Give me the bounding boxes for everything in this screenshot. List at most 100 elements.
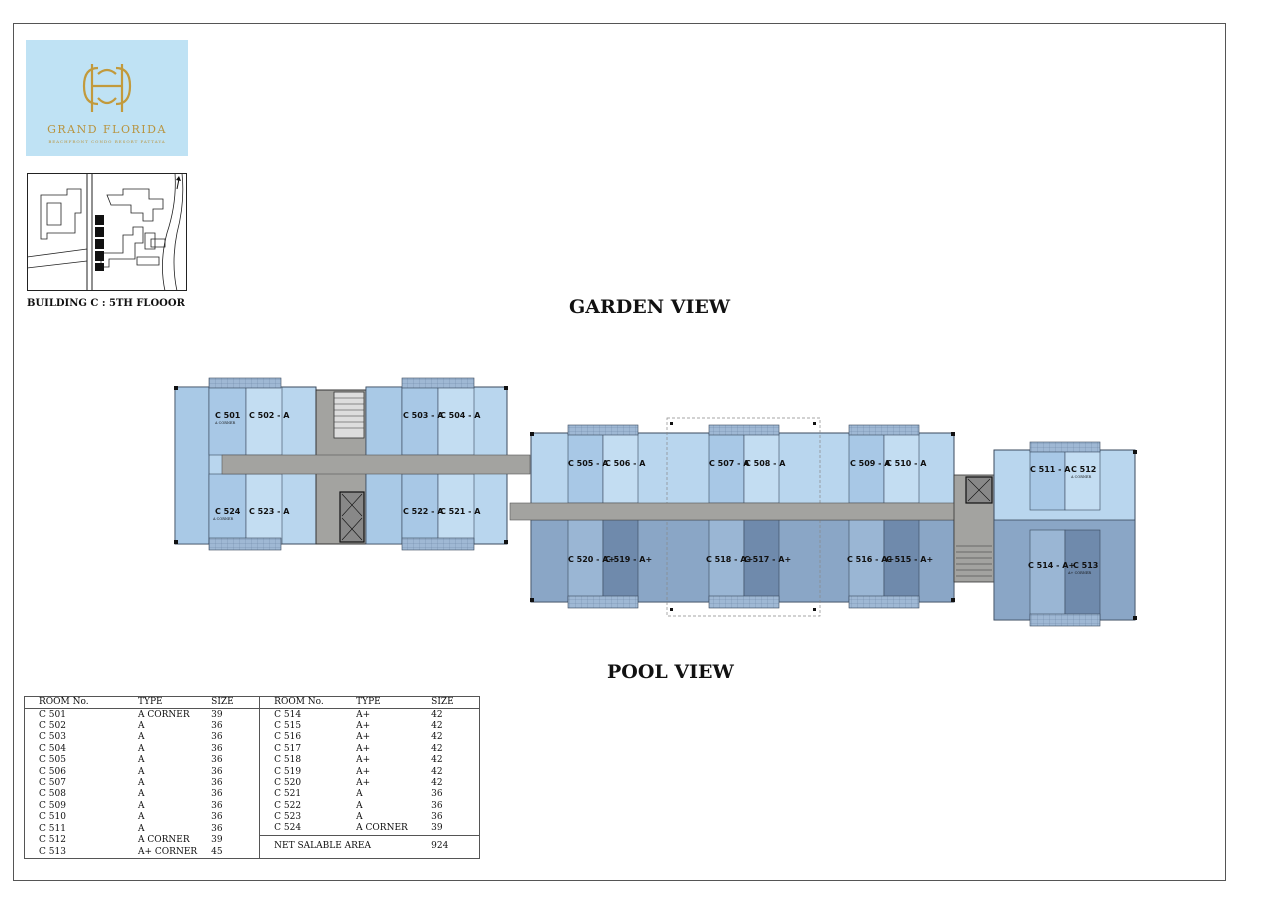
room-number-cell: C 507 [39, 777, 66, 788]
drawing-frame [13, 23, 1226, 881]
pool-view-title: POOL VIEW [607, 661, 734, 683]
table-row: C 513 A+ CORNER 45 [25, 847, 480, 859]
room-number-cell: C 510 [39, 812, 66, 823]
room-number-cell: C 524 [259, 823, 343, 836]
unit-sub-label: A CORNER [1071, 475, 1092, 479]
type-cell: A [138, 732, 145, 743]
type-cell: A+ [356, 755, 371, 766]
room-number-cell: C 501 [39, 709, 66, 720]
room-number-cell: C 509 [39, 800, 66, 811]
size-cell: 36 [211, 800, 223, 811]
size-cell: 36 [211, 789, 223, 800]
table-header-row: ROOM No. TYPE SIZE ROOM No. TYPE SIZE [24, 696, 480, 710]
size-cell: 42 [431, 755, 443, 766]
unit-label: C 509 - A [850, 459, 891, 468]
type-cell: A [138, 800, 145, 811]
size-cell: 42 [431, 766, 443, 777]
unit-label: C 501 [215, 411, 241, 420]
type-cell: A [138, 743, 145, 754]
col-header-size: SIZE [417, 696, 480, 710]
type-cell: A+ [356, 743, 371, 754]
unit-sub-label: A+ CORNER [1068, 571, 1092, 575]
type-cell: A+ [356, 777, 371, 788]
size-cell: 42 [431, 777, 443, 788]
room-number-cell: C 517 [259, 743, 343, 755]
unit-label: C 518 - A+ [706, 555, 754, 564]
col-header-size: SIZE [197, 696, 260, 710]
type-cell: A [138, 777, 145, 788]
unit-label: C 511 - A [1030, 465, 1071, 474]
size-cell: 36 [211, 720, 223, 731]
garden-view-title: GARDEN VIEW [569, 296, 731, 318]
room-number-cell: C 522 [259, 800, 343, 812]
unit-label: C 516 - A+ [847, 555, 895, 564]
size-cell: 42 [431, 732, 443, 743]
type-cell: A+ [356, 720, 371, 731]
net-area-value: 924 [417, 834, 480, 859]
unit-sub-label: A CORNER [215, 421, 236, 425]
unit-label: C 524 [215, 507, 241, 516]
brand-tagline: BEACHFRONT CONDO RESORT PATTAYA [48, 139, 166, 144]
size-cell: 36 [211, 743, 223, 754]
unit-label: C 503 - A [403, 411, 444, 420]
col-header-room: ROOM No. [259, 696, 343, 710]
room-number-cell: C 518 [259, 754, 343, 767]
type-cell: A+ [356, 709, 371, 720]
unit-label: C 504 - A [440, 411, 481, 420]
site-key-map [27, 173, 187, 291]
net-area-label: NET SALABLE AREA [259, 834, 418, 859]
room-number-cell: C 520 [259, 777, 343, 790]
size-cell: 36 [211, 823, 223, 834]
brand-name: GRAND FLORIDA [47, 123, 167, 136]
room-number-cell: C 515 [259, 720, 343, 733]
room-number-cell: C 502 [39, 720, 66, 731]
size-cell: 36 [211, 777, 223, 788]
unit-label: C 506 - A [605, 459, 646, 468]
type-cell: A CORNER [138, 709, 190, 720]
unit-label: C 510 - A [886, 459, 927, 468]
col-header-room: ROOM No. [24, 696, 124, 710]
monogram-icon [82, 64, 132, 112]
room-number-cell: C 513 [39, 846, 66, 857]
table-row: C 507 A 36 C 520 A+ 42 [25, 777, 480, 790]
size-cell: 36 [211, 766, 223, 777]
size-cell: 39 [211, 709, 223, 720]
building-floor-label: BUILDING C : 5TH FLOOOR [27, 298, 185, 309]
middle-wing [509, 417, 1091, 617]
unit-label: C 522 - A [403, 507, 444, 516]
room-number-cell: C 519 [259, 766, 343, 778]
type-cell: A+ CORNER [138, 846, 198, 857]
size-cell: 42 [431, 720, 443, 731]
unit-label: C 502 - A [249, 411, 290, 420]
room-number-cell: C 508 [39, 789, 66, 800]
room-number-cell: C 503 [39, 732, 66, 743]
size-cell: 39 [211, 835, 223, 846]
unit-label: C 507 - A [709, 459, 750, 468]
size-cell: 42 [431, 743, 443, 754]
brand-logo: GRAND FLORIDA BEACHFRONT CONDO RESORT PA… [26, 40, 188, 156]
room-number-cell: C 514 [259, 708, 343, 721]
east-wing [993, 441, 1136, 627]
room-number-cell: C 512 [39, 835, 66, 846]
col-header-type: TYPE [124, 696, 198, 710]
west-wing [174, 377, 531, 551]
room-number-cell: C 504 [39, 743, 66, 754]
size-cell: 36 [431, 800, 443, 811]
size-cell: 45 [211, 846, 223, 857]
col-header-type: TYPE [342, 696, 418, 710]
unit-label: C 508 - A [745, 459, 786, 468]
unit-label: C 520 - A+ [568, 555, 616, 564]
unit-label: C 519 - A+ [605, 555, 653, 564]
type-cell: A [138, 812, 145, 823]
type-cell: A [138, 789, 145, 800]
unit-label: C 513 [1073, 561, 1099, 570]
room-number-cell: C 516 [259, 732, 343, 744]
type-cell: A [356, 812, 363, 823]
room-number-cell: C 506 [39, 766, 66, 777]
